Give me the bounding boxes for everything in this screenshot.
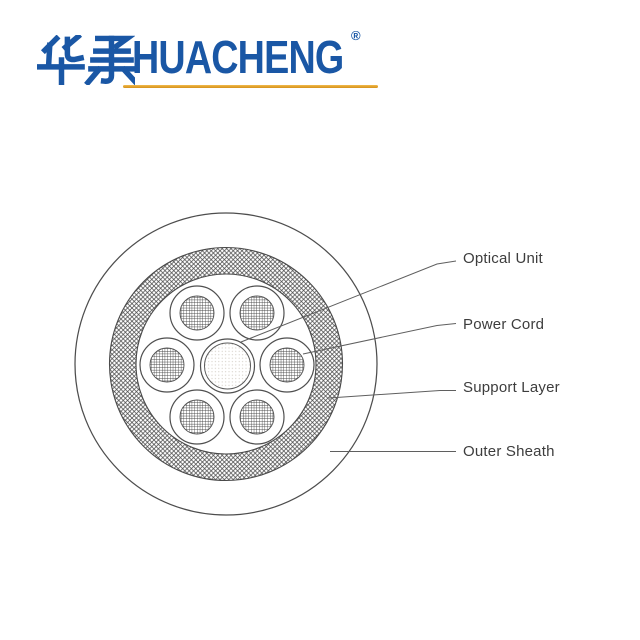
power-cord-conductor [179, 295, 215, 331]
power-cord-conductor [269, 347, 305, 383]
power-cord-conductor [239, 295, 275, 331]
logo-underline [123, 85, 378, 88]
huacheng-logo: HUACHENG ® [0, 0, 640, 110]
central-strength-member [204, 342, 251, 390]
power-cord-label: Power Cord [463, 316, 545, 333]
power-cord-conductor [239, 399, 275, 435]
support-layer-leader-line [328, 390, 456, 399]
unit-group [139, 285, 315, 445]
huacheng-chinese-logotype-icon [37, 35, 135, 85]
huacheng-latin-wordmark: HUACHENG [132, 31, 344, 83]
leader-lines [240, 260, 457, 452]
optical-unit-label: Optical Unit [463, 250, 543, 267]
power-cord-conductor [179, 399, 215, 435]
registered-trademark-icon: ® [351, 28, 361, 43]
support-layer-label: Support Layer [463, 379, 560, 396]
power-cord-leader-line [302, 323, 457, 355]
power-cord-conductor [149, 347, 185, 383]
optical-unit-leader-line [240, 260, 457, 343]
outer-sheath-label: Outer Sheath [463, 443, 555, 460]
